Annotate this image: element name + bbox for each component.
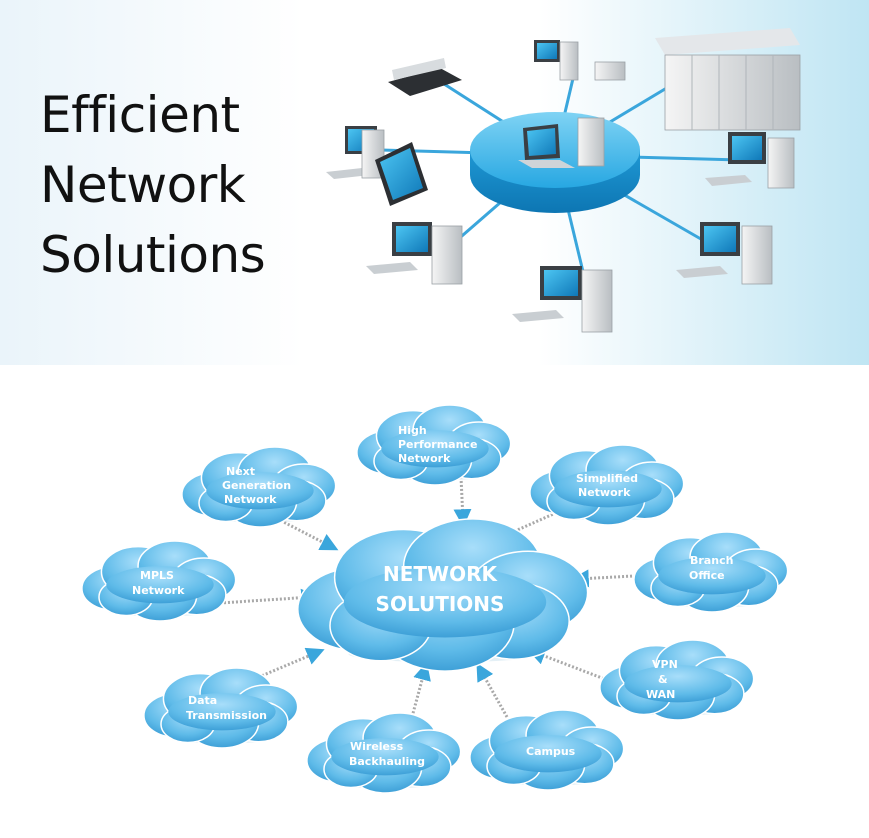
connector-arrow bbox=[219, 588, 320, 607]
cloud-label-line: High bbox=[398, 424, 427, 437]
cloud-label-line: Backhauling bbox=[349, 755, 425, 768]
connector-arrow bbox=[410, 662, 431, 718]
connector-arrow bbox=[476, 662, 509, 718]
connector-arrow bbox=[527, 647, 616, 685]
cloud-label-line: Network bbox=[132, 584, 185, 597]
cloud-label-line: WAN bbox=[646, 688, 675, 701]
center-label-line-1: NETWORK bbox=[383, 562, 499, 586]
headline-line-1: Efficient bbox=[40, 86, 240, 144]
cloud-wireless-backhauling: Wireless Backhauling bbox=[306, 712, 462, 794]
connector-arrows bbox=[219, 476, 653, 718]
connector-arrow bbox=[453, 476, 472, 528]
cloud-label-line: Next bbox=[226, 465, 255, 478]
cloud-label-line: VPN bbox=[652, 658, 678, 671]
network-illustration bbox=[326, 28, 801, 333]
server-rack bbox=[655, 28, 801, 131]
cloud-label-line: Simplified bbox=[576, 472, 638, 485]
cloud-next-generation-network: Next Generation Network bbox=[181, 446, 337, 528]
cloud-shape bbox=[306, 712, 462, 794]
cloud-branch-office: Branch Office bbox=[633, 531, 789, 613]
cloud-label-line: Network bbox=[224, 493, 277, 506]
headline: Efficient Network Solutions bbox=[40, 80, 266, 290]
cloud-shape bbox=[81, 540, 237, 622]
cloud-label-line: & bbox=[658, 673, 668, 686]
cloud-label-line: Network bbox=[398, 452, 451, 465]
cloud-simplified-network: Simplified Network bbox=[529, 444, 685, 526]
cloud-shape bbox=[356, 404, 512, 486]
cloud-high-performance-network: High Performance Network bbox=[356, 404, 512, 486]
cloud-label-line: Data bbox=[188, 694, 217, 707]
desktop-left bbox=[326, 126, 428, 206]
cloud-label-line: Office bbox=[689, 569, 725, 582]
cloud-label-line: Transmission bbox=[186, 709, 267, 722]
desktop-bottom-left bbox=[366, 222, 463, 285]
cloud-label-line: Performance bbox=[398, 438, 477, 451]
diagram-panel: NETWORK SOLUTIONS High Performance Netwo… bbox=[0, 365, 869, 838]
cloud-label-line: Wireless bbox=[350, 740, 404, 753]
scanner-device bbox=[388, 58, 462, 96]
desktop-right bbox=[705, 132, 795, 189]
network-solutions-diagram: NETWORK SOLUTIONS High Performance Netwo… bbox=[81, 404, 789, 794]
cloud-shape bbox=[181, 446, 337, 528]
desktop-bottom bbox=[512, 266, 613, 333]
cloud-data-transmission: Data Transmission bbox=[143, 667, 299, 749]
desktop-lower-right bbox=[676, 222, 773, 285]
cloud-campus: Campus bbox=[469, 709, 625, 791]
headline-line-2: Network bbox=[40, 156, 246, 214]
center-label-line-2: SOLUTIONS bbox=[376, 592, 505, 616]
center-cloud-shape bbox=[297, 518, 589, 672]
center-cloud: NETWORK SOLUTIONS bbox=[297, 518, 589, 672]
headline-line-3: Solutions bbox=[40, 226, 266, 284]
cloud-label-line: MPLS bbox=[140, 569, 174, 582]
cloud-shape bbox=[469, 709, 625, 791]
cloud-mpls-network: MPLS Network bbox=[81, 540, 237, 622]
cloud-label-line: Network bbox=[578, 486, 631, 499]
cloud-shape bbox=[633, 531, 789, 613]
banner-panel: Efficient Network Solutions bbox=[0, 0, 869, 365]
cloud-shape bbox=[599, 639, 755, 721]
cloud-shape bbox=[529, 444, 685, 526]
cloud-label-line: Generation bbox=[222, 479, 291, 492]
cloud-label-line: Branch bbox=[690, 554, 733, 567]
cloud-vpn-wan: VPN & WAN bbox=[599, 639, 755, 721]
network-hub bbox=[470, 112, 640, 213]
cloud-label-line: Campus bbox=[526, 745, 576, 758]
cloud-shape bbox=[143, 667, 299, 749]
desktop-top bbox=[534, 40, 626, 81]
